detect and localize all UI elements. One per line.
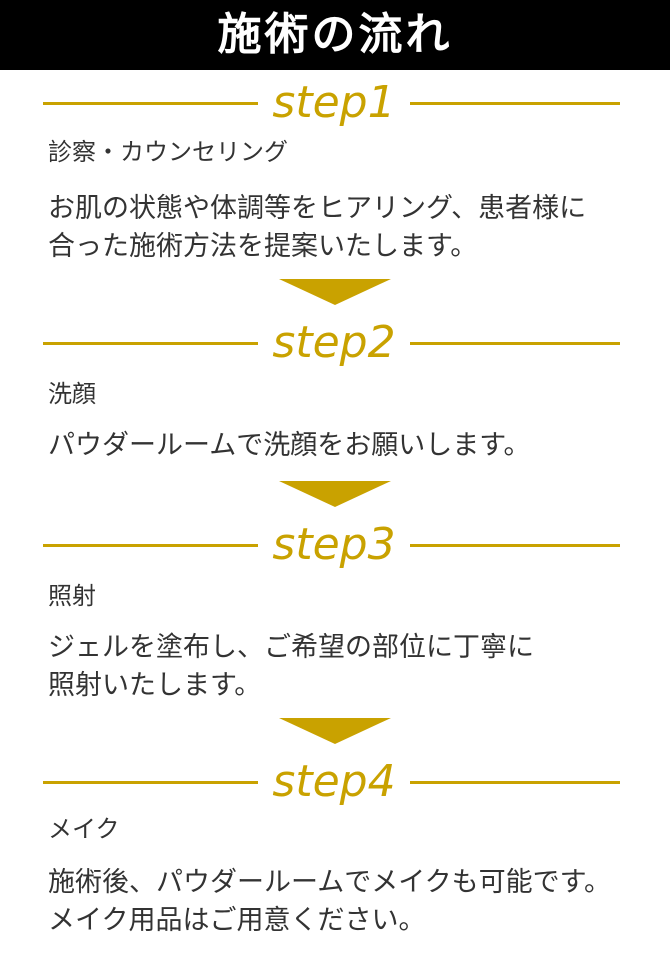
step-title: 診察・カウンセリング [48,138,288,166]
description-line: ジェルを塗布し、ご希望の部位に丁寧に [48,632,534,663]
page-header: 施術の流れ [0,0,670,70]
divider-line-left [43,342,258,345]
down-arrow-icon [279,279,391,305]
divider-line-left [43,102,258,105]
description-line: 施術後、パウダールームでメイクも可能です。 [48,867,611,898]
divider-line-right [410,342,620,345]
step-description: パウダールームで洗顔をお願いします。 [48,427,638,465]
down-arrow-icon [279,481,391,507]
step-title: 照射 [48,582,96,610]
step-title: 洗顔 [48,380,96,408]
step-label: step1 [272,77,396,128]
description-line: パウダールームで洗顔をお願いします。 [48,430,531,461]
divider-line-left [43,781,258,784]
divider-line-right [410,102,620,105]
step-heading-1: step1 [0,75,670,131]
page-title: 施術の流れ [217,9,453,60]
step-description: お肌の状態や体調等をヒアリング、患者様に 合った施術方法を提案いたします。 [48,190,638,266]
description-line: メイク用品はご用意ください。 [48,905,426,936]
step-heading-4: step4 [0,754,670,810]
step-description: ジェルを塗布し、ご希望の部位に丁寧に 照射いたします。 [48,629,638,705]
step-label: step4 [272,756,396,807]
down-arrow-icon [279,718,391,744]
divider-line-right [410,781,620,784]
step-label: step2 [272,317,396,368]
description-line: 合った施術方法を提案いたします。 [48,231,478,262]
step-description: 施術後、パウダールームでメイクも可能です。 メイク用品はご用意ください。 [48,864,638,940]
step-heading-2: step2 [0,315,670,371]
step-title: メイク [48,815,120,843]
step-heading-3: step3 [0,517,670,573]
divider-line-right [410,544,620,547]
divider-line-left [43,544,258,547]
step-label: step3 [272,519,396,570]
description-line: 照射いたします。 [48,670,262,701]
description-line: お肌の状態や体調等をヒアリング、患者様に [48,193,587,224]
